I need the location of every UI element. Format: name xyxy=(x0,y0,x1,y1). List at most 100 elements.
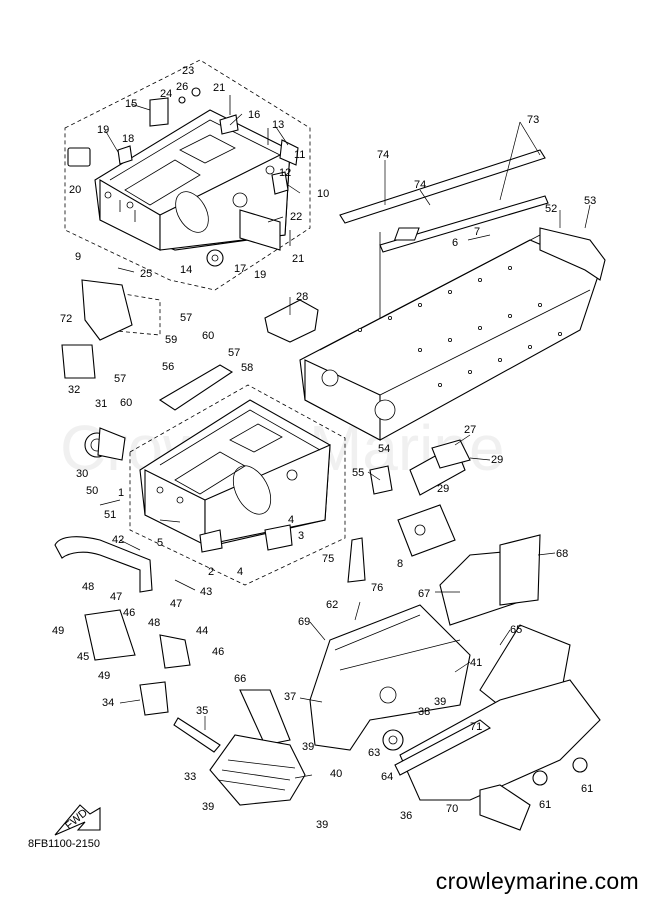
callout-4: 4 xyxy=(288,514,294,526)
lower-frame-boundary xyxy=(129,384,346,586)
part-66 xyxy=(239,689,291,746)
callout-57: 57 xyxy=(180,312,192,324)
part-34 xyxy=(139,681,169,716)
fwd-arrow: FWD xyxy=(54,804,101,836)
tunnel-rivets xyxy=(357,265,563,387)
callout-39: 39 xyxy=(302,741,314,753)
callout-38: 38 xyxy=(418,706,430,718)
callout-43: 43 xyxy=(200,586,212,598)
post-75 xyxy=(347,537,366,583)
callout-29: 29 xyxy=(491,454,503,466)
tunnel xyxy=(299,227,601,441)
callout-47: 47 xyxy=(110,591,122,603)
callout-25: 25 xyxy=(140,268,152,280)
callout-14: 14 xyxy=(180,264,192,276)
bracket-45 xyxy=(84,609,136,661)
callout-71: 71 xyxy=(470,721,482,733)
callout-54: 54 xyxy=(378,443,390,455)
callout-33: 33 xyxy=(184,771,196,783)
callout-47: 47 xyxy=(170,598,182,610)
callout-48: 48 xyxy=(82,581,94,593)
site-caption: crowleymarine.com xyxy=(435,868,639,894)
callout-26: 26 xyxy=(176,81,188,93)
bracket-70 xyxy=(479,784,531,831)
callout-75: 75 xyxy=(322,553,334,565)
callout-27: 27 xyxy=(464,424,476,436)
callout-28: 28 xyxy=(296,291,308,303)
callout-59: 59 xyxy=(165,334,177,346)
callout-7: 7 xyxy=(474,226,480,238)
callout-10: 10 xyxy=(317,188,329,200)
callout-50: 50 xyxy=(86,485,98,497)
bracket-9 xyxy=(81,279,133,341)
callout-16: 16 xyxy=(248,109,260,121)
callout-70: 70 xyxy=(446,803,458,815)
rail-upper xyxy=(339,149,546,224)
callout-49: 49 xyxy=(98,670,110,682)
callout-69: 69 xyxy=(298,616,310,628)
callout-39: 39 xyxy=(316,819,328,831)
bumper-42 xyxy=(54,536,153,593)
box-8 xyxy=(397,504,456,557)
callout-52: 52 xyxy=(545,203,557,215)
callout-63: 63 xyxy=(368,747,380,759)
lower-housing-36 xyxy=(399,679,601,801)
callout-57: 57 xyxy=(114,373,126,385)
part-27 xyxy=(431,439,471,469)
callout-19: 19 xyxy=(97,124,109,136)
callout-18: 18 xyxy=(122,133,134,145)
bracket-56 xyxy=(158,364,234,411)
callout-51: 51 xyxy=(104,509,116,521)
callout-68: 68 xyxy=(556,548,568,560)
callout-21: 21 xyxy=(292,253,304,265)
front-housing-37 xyxy=(309,604,471,751)
callout-65: 65 xyxy=(510,624,522,636)
collar-31 xyxy=(97,427,126,461)
callout-61: 61 xyxy=(581,783,593,795)
callout-41: 41 xyxy=(470,657,482,669)
callout-30: 30 xyxy=(76,468,88,480)
callout-57: 57 xyxy=(228,347,240,359)
callout-67: 67 xyxy=(418,588,430,600)
callout-39: 39 xyxy=(434,696,446,708)
cap-61a xyxy=(532,770,548,786)
callout-74: 74 xyxy=(377,149,389,161)
callout-73: 73 xyxy=(527,114,539,126)
callout-56: 56 xyxy=(162,361,174,373)
rail-lower xyxy=(379,195,549,253)
callout-60: 60 xyxy=(202,330,214,342)
callout-72: 72 xyxy=(60,313,72,325)
callout-61: 61 xyxy=(539,799,551,811)
callout-60: 60 xyxy=(120,397,132,409)
callout-19: 19 xyxy=(254,269,266,281)
callout-24: 24 xyxy=(160,88,172,100)
callout-12: 12 xyxy=(279,167,291,179)
callout-1: 1 xyxy=(118,487,124,499)
callout-23: 23 xyxy=(182,65,194,77)
upper-frame-boundary xyxy=(64,59,311,291)
upper-small-parts xyxy=(67,87,299,267)
part-35 xyxy=(173,717,221,753)
arm-64 xyxy=(394,719,492,776)
callout-58: 58 xyxy=(241,362,253,374)
rear-bracket xyxy=(539,227,606,281)
callout-64: 64 xyxy=(381,771,393,783)
callout-31: 31 xyxy=(95,398,107,410)
callout-66: 66 xyxy=(234,673,246,685)
callout-15: 15 xyxy=(125,98,137,110)
callout-46: 46 xyxy=(212,646,224,658)
callout-49: 49 xyxy=(52,625,64,637)
callout-8: 8 xyxy=(397,558,403,570)
callout-4: 4 xyxy=(237,566,243,578)
callout-32: 32 xyxy=(68,384,80,396)
cap-61b xyxy=(572,757,588,773)
callout-53: 53 xyxy=(584,195,596,207)
callout-62: 62 xyxy=(326,599,338,611)
bracket-44 xyxy=(159,634,191,669)
callout-48: 48 xyxy=(148,617,160,629)
panel-68 xyxy=(499,534,541,606)
callout-55: 55 xyxy=(352,467,364,479)
callout-20: 20 xyxy=(69,184,81,196)
callout-74: 74 xyxy=(414,179,426,191)
